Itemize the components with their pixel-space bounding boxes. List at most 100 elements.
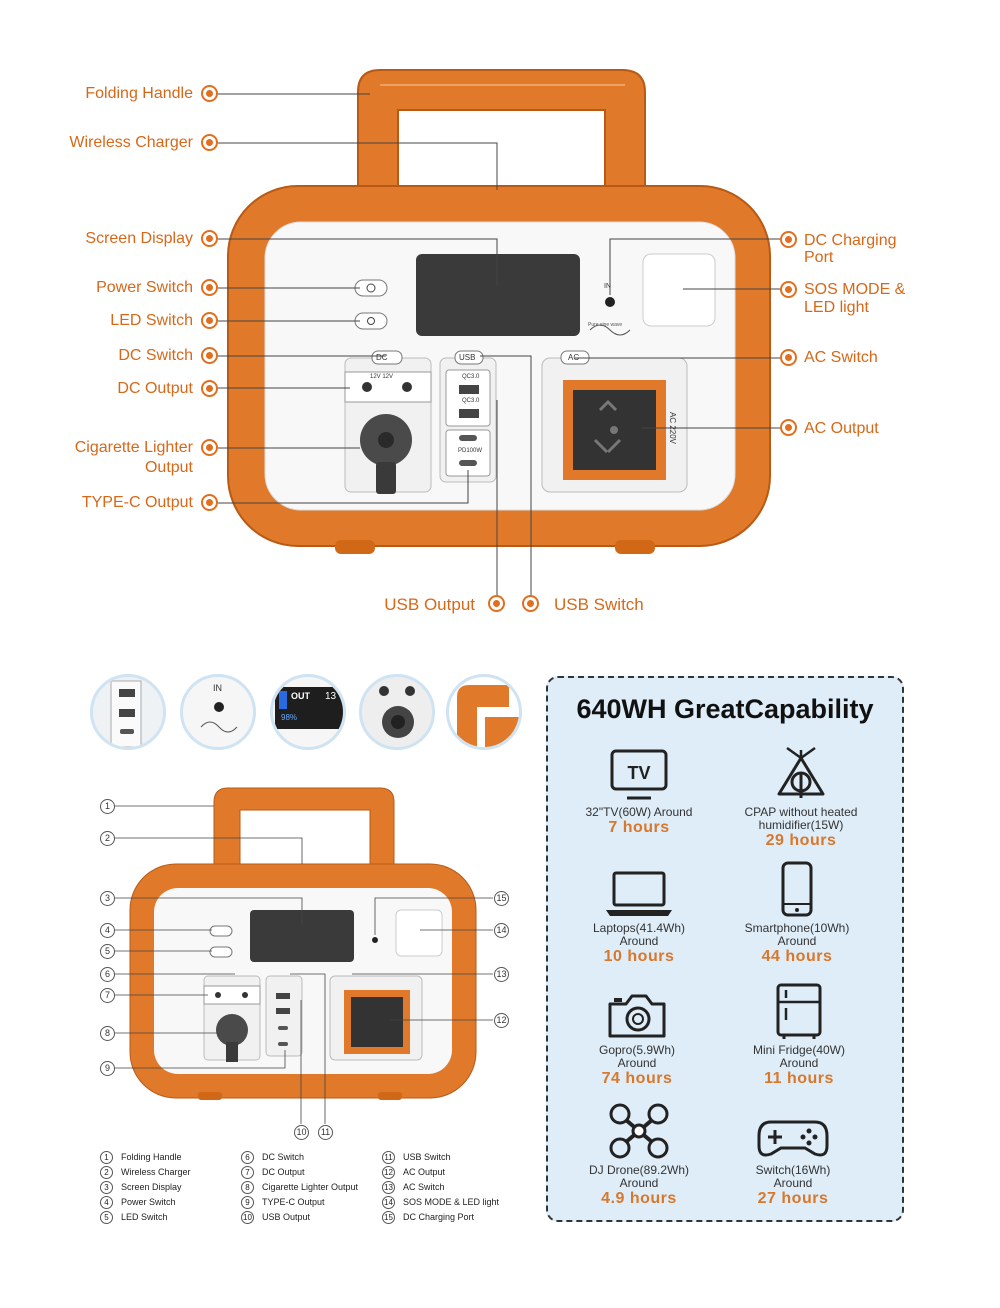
label-usb-switch: USB Switch (554, 595, 644, 614)
thumb-screen-pct: 98% (281, 713, 298, 722)
in-label: IN (604, 283, 611, 290)
callout-dot (522, 595, 539, 612)
capability-item-tv: TV 32"TV(60W) Around 7 hours (554, 744, 724, 837)
thumb-in-port: IN (180, 674, 256, 750)
svg-text:TV: TV (627, 763, 650, 783)
capability-desc: Switch(16Wh) (755, 1163, 831, 1177)
capability-hours: 11 hours (764, 1070, 834, 1087)
callout-dot (201, 279, 218, 296)
small-num: 8 (100, 1026, 115, 1041)
capability-desc: Gopro(5.9Wh) (598, 1043, 676, 1057)
thumb-screen-out: OUT (291, 691, 310, 701)
callout-dot (780, 231, 797, 248)
ac-volt-label: AC 220V (668, 412, 677, 445)
capability-item-camera: Gopro(5.9Wh) Around 74 hours (552, 982, 722, 1088)
small-num: 1 (100, 799, 115, 814)
label-dc-switch: DC Switch (118, 347, 193, 364)
thumb-in-label: IN (213, 683, 222, 693)
callout-dot (201, 439, 218, 456)
label-ac-output: AC Output (804, 420, 879, 437)
capability-item-cpap: CPAP without heated humidifier(15W) 29 h… (716, 744, 886, 850)
capability-panel: 640WH GreatCapability TV 32"TV(60W) Arou… (546, 676, 904, 1222)
label-cigarette-lighter: Cigarette Lighter (74, 439, 193, 456)
label-folding-handle: Folding Handle (85, 85, 193, 102)
label-led-switch: LED Switch (110, 312, 193, 329)
callout-dot (780, 281, 797, 298)
callout-dot (201, 312, 218, 329)
label-dc-charging-port-2: Port (804, 249, 834, 266)
callout-dot (201, 134, 218, 151)
capability-hours: 4.9 hours (601, 1190, 677, 1207)
ac-tag: AC (568, 353, 580, 362)
dc-volt-label: 12V 12V (370, 374, 394, 380)
label-dc-output: DC Output (117, 380, 193, 397)
capability-hours: 44 hours (761, 948, 833, 965)
callout-dot (780, 419, 797, 436)
callout-dot (488, 595, 505, 612)
capability-desc-2: Around (619, 1176, 659, 1190)
capability-desc: CPAP without heated (744, 805, 858, 819)
pd-label: PD100W (458, 448, 483, 454)
small-num: 13 (494, 967, 509, 982)
capability-item-fridge: Mini Fridge(40W) Around 11 hours (714, 982, 884, 1088)
capability-desc-2: humidifier(15W) (758, 818, 844, 832)
capability-desc: DJ Drone(89.2Wh) (588, 1163, 690, 1177)
capability-desc-2: Around (773, 1176, 813, 1190)
thumb-handle (446, 674, 522, 750)
capability-desc: Smartphone(10Wh) (744, 921, 850, 935)
label-type-c-output: TYPE-C Output (81, 494, 193, 511)
capability-desc-2: Around (777, 934, 817, 948)
wave-label: Pure sine wave (588, 322, 623, 328)
thumb-usb-ports (90, 674, 166, 750)
capability-desc: Laptops(41.4Wh) (592, 921, 686, 935)
laptop-icon (606, 871, 672, 916)
capability-hours: 29 hours (765, 832, 837, 849)
tv-icon: TV (610, 749, 668, 800)
small-num: 10 (294, 1125, 309, 1140)
capability-desc: Mini Fridge(40W) (752, 1043, 845, 1057)
label-ac-switch: AC Switch (804, 349, 878, 366)
capability-title: 640WH GreatCapability (576, 694, 874, 724)
qc-label-1: QC3.0 (462, 374, 480, 380)
small-num: 4 (100, 923, 115, 938)
small-num: 6 (100, 967, 115, 982)
label-screen-display: Screen Display (85, 230, 193, 247)
small-num: 7 (100, 988, 115, 1003)
capability-desc: 32"TV(60W) Around (585, 805, 693, 819)
capability-desc-2: Around (617, 1056, 657, 1070)
label-sos-mode-2: LED light (804, 299, 869, 316)
capability-item-smartphone: Smartphone(10Wh) Around 44 hours (712, 860, 882, 966)
capability-item-laptop: Laptops(41.4Wh) Around 10 hours (554, 860, 724, 966)
label-dc-charging-port: DC Charging (804, 232, 897, 249)
label-wireless-charger: Wireless Charger (69, 134, 193, 151)
dc-tag: DC (376, 353, 388, 362)
capability-hours: 7 hours (608, 819, 670, 836)
capability-hours: 27 hours (757, 1190, 829, 1207)
thumb-screen: OUT 13 98% (270, 674, 346, 750)
label-usb-output: USB Output (384, 595, 475, 614)
gamepad-icon (757, 1120, 829, 1157)
thumb-screen-val: 13 (325, 691, 337, 702)
callout-dot (201, 85, 218, 102)
camera-icon (608, 994, 666, 1038)
smartphone-icon (781, 861, 813, 917)
small-num: 5 (100, 944, 115, 959)
label-sos-mode: SOS MODE & (804, 281, 906, 298)
capability-item-drone: DJ Drone(89.2Wh) Around 4.9 hours (554, 1102, 724, 1208)
small-num: 3 (100, 891, 115, 906)
device-diagram-large (218, 69, 785, 596)
small-num: 11 (318, 1125, 333, 1140)
